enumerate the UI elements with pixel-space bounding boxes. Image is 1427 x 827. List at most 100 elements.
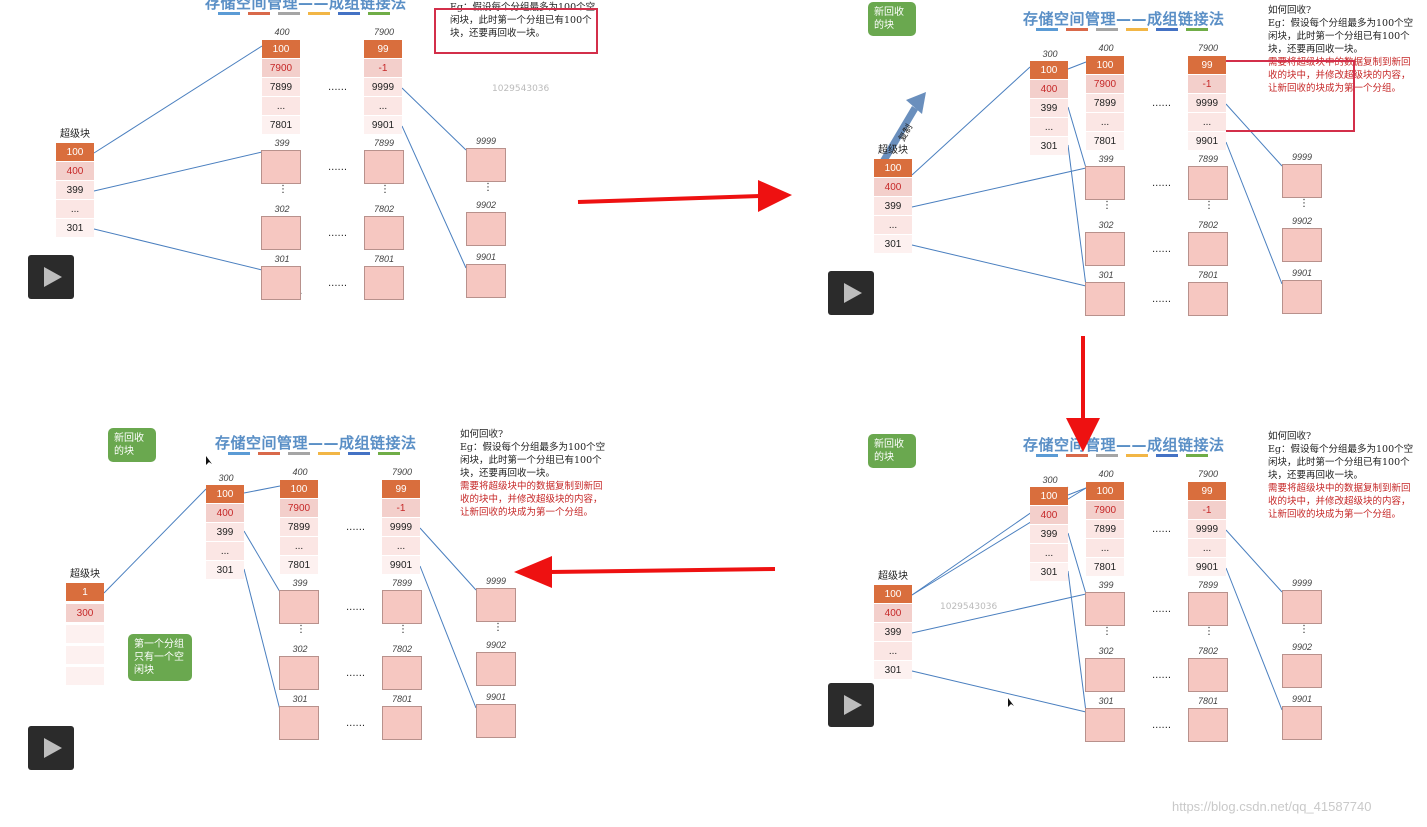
block-number: 7801	[1197, 696, 1219, 706]
play-button[interactable]	[828, 271, 874, 315]
group-header: 7900	[391, 467, 413, 477]
play-button[interactable]	[828, 683, 874, 727]
highlight-box	[1205, 60, 1355, 132]
superblock-cell: 301	[874, 661, 912, 680]
free-block	[261, 266, 301, 300]
title-color-bar	[1036, 454, 1058, 457]
superblock-label: 超级块	[878, 145, 908, 156]
group-cell: 9999	[364, 78, 402, 97]
vertical-dots: ⋮	[1204, 626, 1214, 637]
example-text: Eg：假设每个分组最多为100个空闲块，此时第一个分组已有100个块，还要再回收…	[450, 2, 596, 39]
pointer-line	[93, 151, 263, 192]
pointer-line	[93, 228, 263, 271]
recycle-note: 如何回收?Eg：假设每个分组最多为100个空闲块，此时第一个分组已有100个块，…	[450, 0, 600, 40]
group-cell: 99	[1188, 482, 1226, 501]
block-number: 9999	[1291, 578, 1313, 588]
recycle-step-panel: 存储空间管理——成组链接法如何回收?Eg：假设每个分组最多为100个空闲块，此时…	[800, 0, 1413, 330]
title-color-bar	[308, 12, 330, 15]
example-text: Eg：假设每个分组最多为100个空闲块，此时第一个分组已有100个块，还要再回收…	[460, 442, 606, 479]
new-block-callout: 新回收的块	[868, 434, 916, 468]
group-header: 400	[292, 467, 308, 477]
free-block	[364, 216, 404, 250]
group-cell: ...	[1188, 113, 1226, 132]
superblock-cell: 300	[66, 604, 104, 623]
block-number: 7802	[391, 644, 413, 654]
superblock-cell: 399	[874, 623, 912, 642]
new-block-cell: 301	[1030, 137, 1068, 156]
block-number: 9999	[1291, 152, 1313, 162]
play-icon	[44, 267, 62, 287]
group-cell: ...	[1086, 539, 1124, 558]
block-number: 7899	[391, 578, 413, 588]
superblock-cell: 399	[56, 181, 94, 200]
recycle-step-panel: 存储空间管理——成组链接法如何回收?Eg：假设每个分组最多为100个空闲块，此时…	[0, 0, 600, 330]
ellipsis: ......	[328, 228, 348, 239]
free-block	[1282, 654, 1322, 688]
pointer-line	[419, 565, 477, 709]
pointer-lines	[103, 456, 477, 711]
play-button[interactable]	[28, 255, 74, 299]
superblock-cell: 100	[874, 585, 912, 604]
recycle-step-panel: 存储空间管理——成组链接法如何回收?Eg：假设每个分组最多为100个空闲块，此时…	[800, 428, 1413, 758]
diagram-title: 存储空间管理——成组链接法	[215, 434, 417, 452]
group-cell: 7900	[280, 499, 318, 518]
ellipsis: ......	[328, 278, 348, 289]
pointer-line	[1067, 106, 1087, 169]
block-number: 7801	[1197, 270, 1219, 280]
recycle-note: 如何回收?Eg：假设每个分组最多为100个空闲块，此时第一个分组已有100个块，…	[1268, 430, 1418, 521]
pointer-line	[1067, 61, 1087, 70]
new-block-cell: ...	[206, 542, 244, 561]
group-cell: 99	[364, 40, 402, 59]
group-header: 400	[1098, 43, 1114, 53]
group-header: 7900	[373, 27, 395, 37]
group-cell: 99	[1188, 56, 1226, 75]
new-block-cell: 301	[206, 561, 244, 580]
group-header: 400	[1098, 469, 1114, 479]
superblock-label: 超级块	[70, 569, 100, 580]
recycle-step-panel: 存储空间管理——成组链接法如何回收?Eg：假设每个分组最多为100个空闲块，此时…	[0, 428, 605, 770]
group-cell: 9999	[1188, 94, 1226, 113]
question-label: 如何回收?	[1268, 5, 1312, 16]
free-block	[1282, 280, 1322, 314]
ellipsis: ......	[1152, 670, 1172, 681]
title-color-bar	[368, 12, 390, 15]
block-number: 9901	[1291, 268, 1313, 278]
block-number: 301	[292, 694, 308, 704]
pointer-line	[1067, 570, 1087, 713]
block-number: 399	[1098, 580, 1114, 590]
play-button[interactable]	[28, 726, 74, 770]
free-block	[466, 148, 506, 182]
center-watermark: 1029543036	[940, 602, 998, 612]
ellipsis: ......	[1152, 604, 1172, 615]
question-label: 如何回收?	[1268, 431, 1312, 442]
block-number: 7801	[373, 254, 395, 264]
free-block	[1188, 232, 1228, 266]
block-number: 9901	[475, 252, 497, 262]
vertical-dots: ⋮	[296, 624, 306, 635]
group-cell: -1	[1188, 501, 1226, 520]
new-block-cell: 399	[206, 523, 244, 542]
title-color-bar	[278, 12, 300, 15]
new-block-callout: 新回收的块	[868, 2, 916, 36]
block-number: 7899	[373, 138, 395, 148]
title-color-bar	[1156, 454, 1178, 457]
group-cell: 100	[280, 480, 318, 499]
superblock-cell	[66, 667, 104, 686]
play-icon	[44, 738, 62, 758]
pointer-line	[243, 568, 281, 711]
group-cell: 7899	[280, 518, 318, 537]
recycle-note: 如何回收?Eg：假设每个分组最多为100个空闲块，此时第一个分组已有100个块，…	[460, 428, 610, 519]
block-number: 7802	[1197, 220, 1219, 230]
ellipsis: ......	[346, 668, 366, 679]
block-number: 9999	[475, 136, 497, 146]
free-block	[1085, 282, 1125, 316]
group-cell: -1	[364, 59, 402, 78]
free-block	[1085, 232, 1125, 266]
ellipsis: ......	[328, 162, 348, 173]
group-cell: 7801	[1086, 558, 1124, 577]
arrow-shaft	[577, 194, 761, 204]
vertical-dots: ⋮	[1299, 624, 1309, 635]
first-group-callout: 第一个分组只有一个空闲块	[128, 634, 192, 681]
group-cell: 9901	[1188, 558, 1226, 577]
